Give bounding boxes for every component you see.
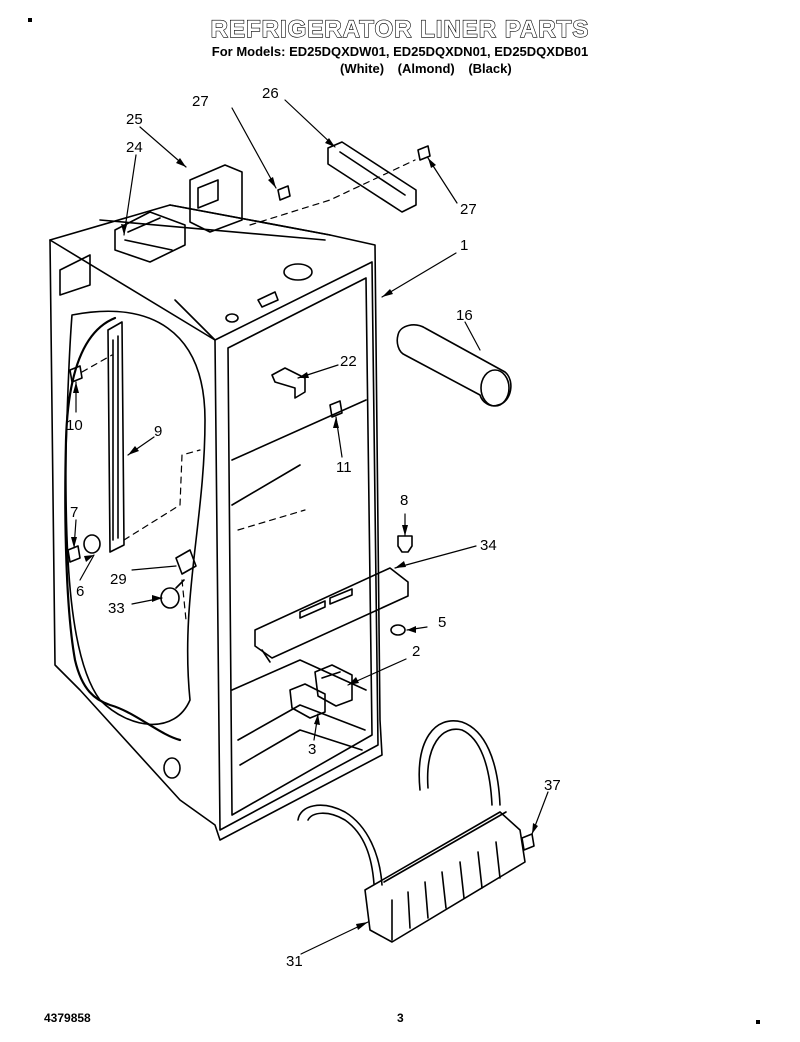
drawer-cover-part-31 — [297, 720, 526, 943]
callout-3: 3 — [308, 741, 316, 758]
channel-part-26 — [327, 141, 417, 213]
color-black: (Black) — [468, 61, 512, 76]
color-almond: (Almond) — [397, 61, 455, 76]
bracket-part-3 — [289, 683, 326, 719]
screw-part-37 — [521, 833, 535, 851]
liner-body — [49, 204, 383, 841]
callout-29: 29 — [110, 571, 127, 588]
color-white: (White) — [340, 61, 385, 76]
models-line: For Models: ED25DQXDW01, ED25DQXDN01, ED… — [211, 44, 589, 59]
shelf-part-34 — [254, 567, 409, 663]
callout-27-top: 27 — [192, 93, 209, 110]
callout-11: 11 — [336, 459, 352, 476]
callout-arrowheads — [71, 138, 538, 930]
control-housing-part-24 — [114, 211, 186, 263]
wire-harness — [64, 316, 182, 742]
callout-31: 31 — [286, 953, 303, 970]
callout-9: 9 — [154, 423, 162, 440]
callout-16: 16 — [456, 307, 473, 324]
callout-26: 26 — [262, 85, 279, 102]
callout-34: 34 — [480, 537, 497, 554]
corner-mark-top-left — [28, 18, 32, 22]
screw-part-7 — [67, 545, 81, 563]
lamp-holder-part-29 — [175, 549, 197, 575]
page-number: 3 — [397, 1011, 404, 1025]
screw-part-11 — [329, 400, 343, 418]
page-title: REFRIGERATOR LINER PARTS — [210, 15, 590, 43]
bulb-part-33 — [160, 579, 185, 609]
bracket-part-22 — [271, 367, 306, 399]
screw-part-27-upper — [277, 185, 291, 201]
part-number: 4379858 — [44, 1011, 91, 1025]
corner-mark-bottom-right — [756, 1020, 760, 1024]
bracket-part-2 — [314, 664, 353, 707]
callout-27-right: 27 — [460, 201, 477, 218]
callout-37: 37 — [544, 777, 561, 794]
socket-part-6 — [83, 534, 101, 554]
screw-part-27-right — [417, 145, 431, 161]
callout-2: 2 — [412, 643, 420, 660]
callout-33: 33 — [108, 600, 125, 617]
callout-1: 1 — [460, 237, 468, 254]
callout-leaders — [73, 99, 549, 955]
callout-labels: 27 26 25 24 27 1 16 22 10 9 11 8 7 34 29… — [66, 85, 561, 970]
nut-part-5 — [390, 624, 406, 636]
callout-5: 5 — [438, 614, 446, 631]
light-rail-part-9 — [107, 321, 125, 553]
light-cover-part-16 — [396, 324, 512, 407]
callout-24: 24 — [126, 139, 143, 156]
bracket-part-25 — [189, 164, 243, 233]
callout-6: 6 — [76, 583, 84, 600]
callout-8: 8 — [400, 492, 408, 509]
callout-7: 7 — [70, 504, 78, 521]
plug-part-8 — [397, 535, 413, 553]
callout-22: 22 — [340, 353, 357, 370]
callout-10: 10 — [66, 417, 83, 434]
color-variants: (White) (Almond) (Black) — [340, 61, 522, 76]
callout-25: 25 — [126, 111, 143, 128]
